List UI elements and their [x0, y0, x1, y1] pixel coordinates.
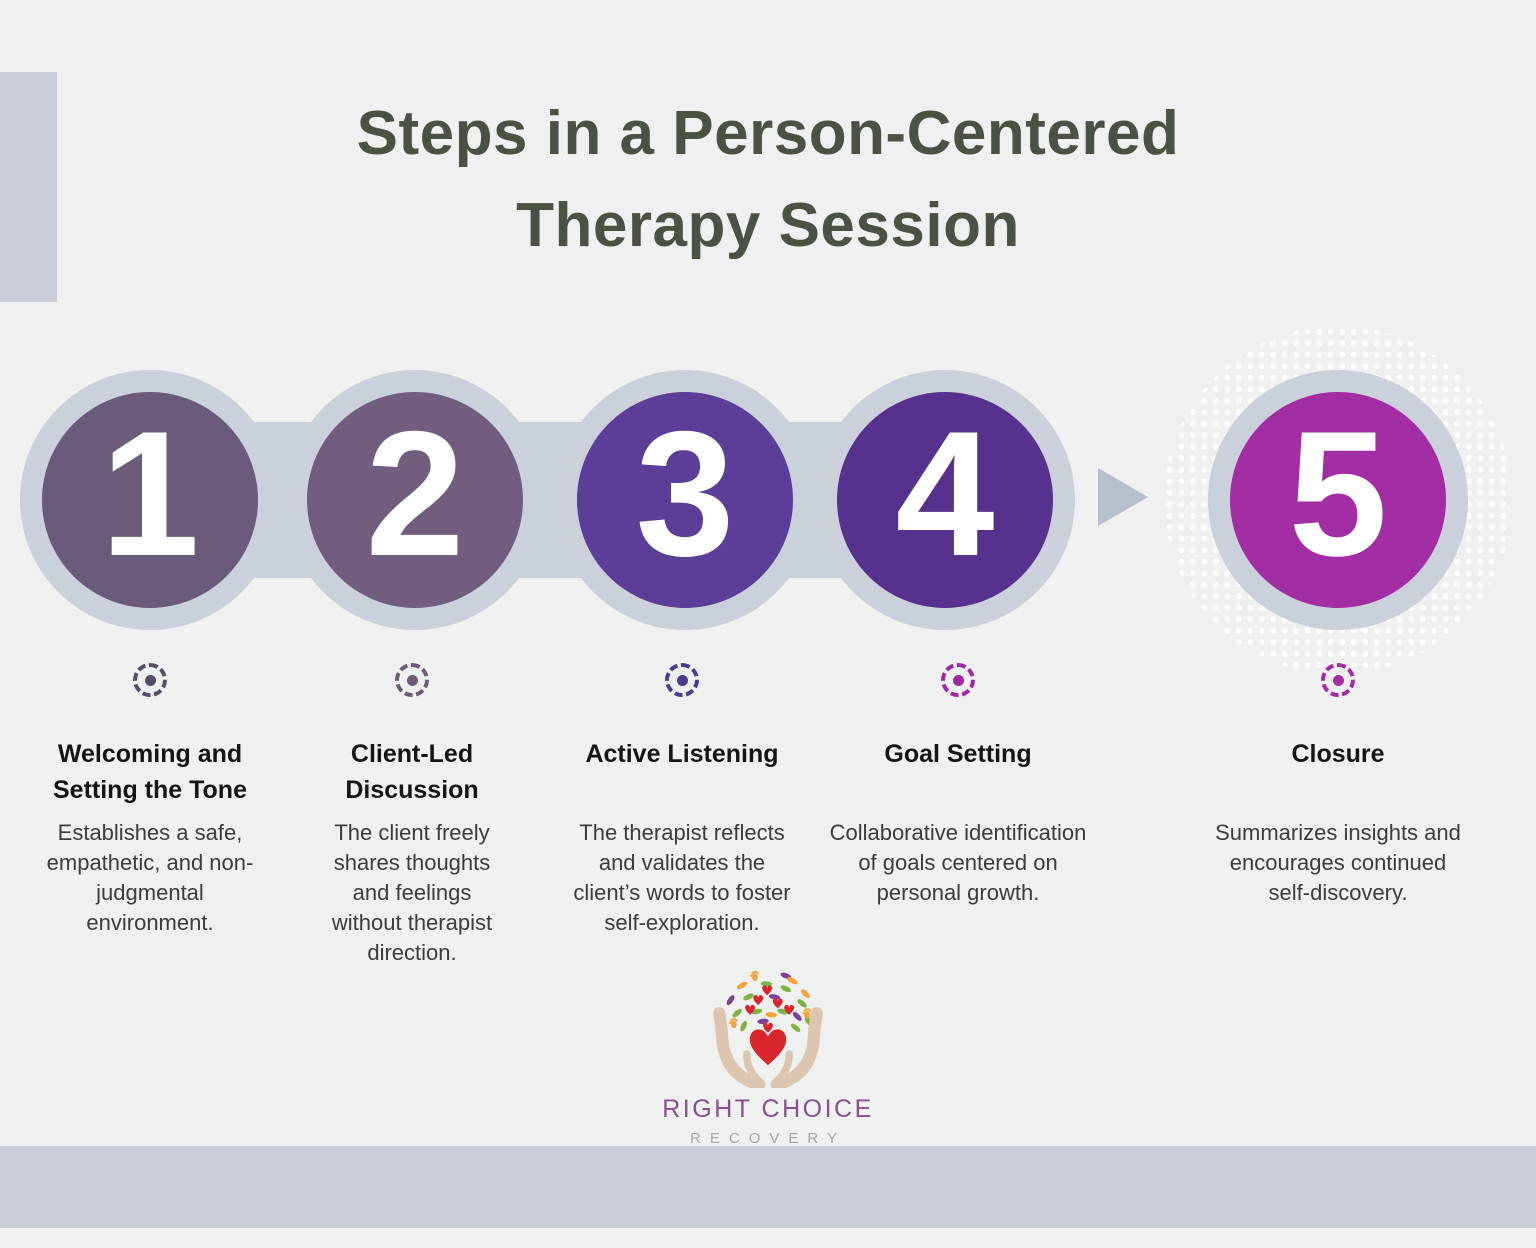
step1-number: 1 [100, 394, 200, 593]
logo-brand-subtitle: RECOVERY [690, 1130, 846, 1147]
step5-target-icon-pos [1321, 663, 1355, 697]
left-accent-bar [0, 72, 57, 302]
step4-number: 4 [895, 394, 995, 593]
step2-number: 2 [365, 394, 465, 593]
arrow-right-icon [1098, 468, 1148, 526]
step4-description: Collaborative identification of goals ce… [829, 820, 1087, 905]
step1-target-icon-pos [133, 663, 167, 697]
dashed-target-icon [133, 663, 167, 697]
step3-title: Active Listening [585, 740, 779, 768]
target-dot-icon [676, 674, 688, 686]
step2-circle: 2 [307, 392, 523, 608]
target-dot-icon [1332, 674, 1344, 686]
logo-brand-name: RIGHT CHOICE [662, 1095, 874, 1123]
dashed-target-icon [1321, 663, 1355, 697]
footer-logo: RIGHT CHOICE RECOVERY [0, 966, 1536, 1147]
dashed-target-icon [941, 663, 975, 697]
step5-circle-ring: 5 [1208, 370, 1468, 630]
step2-circle-ring: 2 [285, 370, 545, 630]
target-dot-icon [144, 674, 156, 686]
dashed-target-icon [665, 663, 699, 697]
step2-description: The client freely shares thoughts and fe… [331, 820, 493, 965]
step3-number: 3 [635, 394, 735, 593]
step5-description: Summarizes insights and encourages conti… [1215, 820, 1461, 905]
step1-title: Welcoming and Setting the Tone [53, 740, 247, 804]
target-dot-icon [406, 674, 418, 686]
step3-circle-ring: 3 [555, 370, 815, 630]
target-dot-icon [952, 674, 964, 686]
step4-circle: 4 [837, 392, 1053, 608]
step1-circle: 1 [42, 392, 258, 608]
bottom-accent-bar [0, 1146, 1536, 1228]
dashed-target-icon [395, 663, 429, 697]
step4-circle-ring: 4 [815, 370, 1075, 630]
step5-title: Closure [1291, 740, 1385, 768]
step2-target-icon-pos [395, 663, 429, 697]
step4-title: Goal Setting [884, 740, 1032, 768]
step4-target-icon-pos [941, 663, 975, 697]
step2-title: Client-Led Discussion [345, 740, 479, 804]
step5-circle: 5 [1230, 392, 1446, 608]
heart-icon [749, 1029, 787, 1066]
step1-description: Establishes a safe, empathetic, and non-… [46, 820, 254, 935]
step5-number: 5 [1288, 394, 1388, 593]
step3-circle: 3 [577, 392, 793, 608]
hands-heart-logo-icon [713, 970, 823, 1091]
step3-description: The therapist reflects and validates the… [573, 820, 791, 935]
step3-target-icon-pos [665, 663, 699, 697]
step1-circle-ring: 1 [20, 370, 280, 630]
page-title: Steps in a Person-Centered Therapy Sessi… [356, 99, 1180, 260]
